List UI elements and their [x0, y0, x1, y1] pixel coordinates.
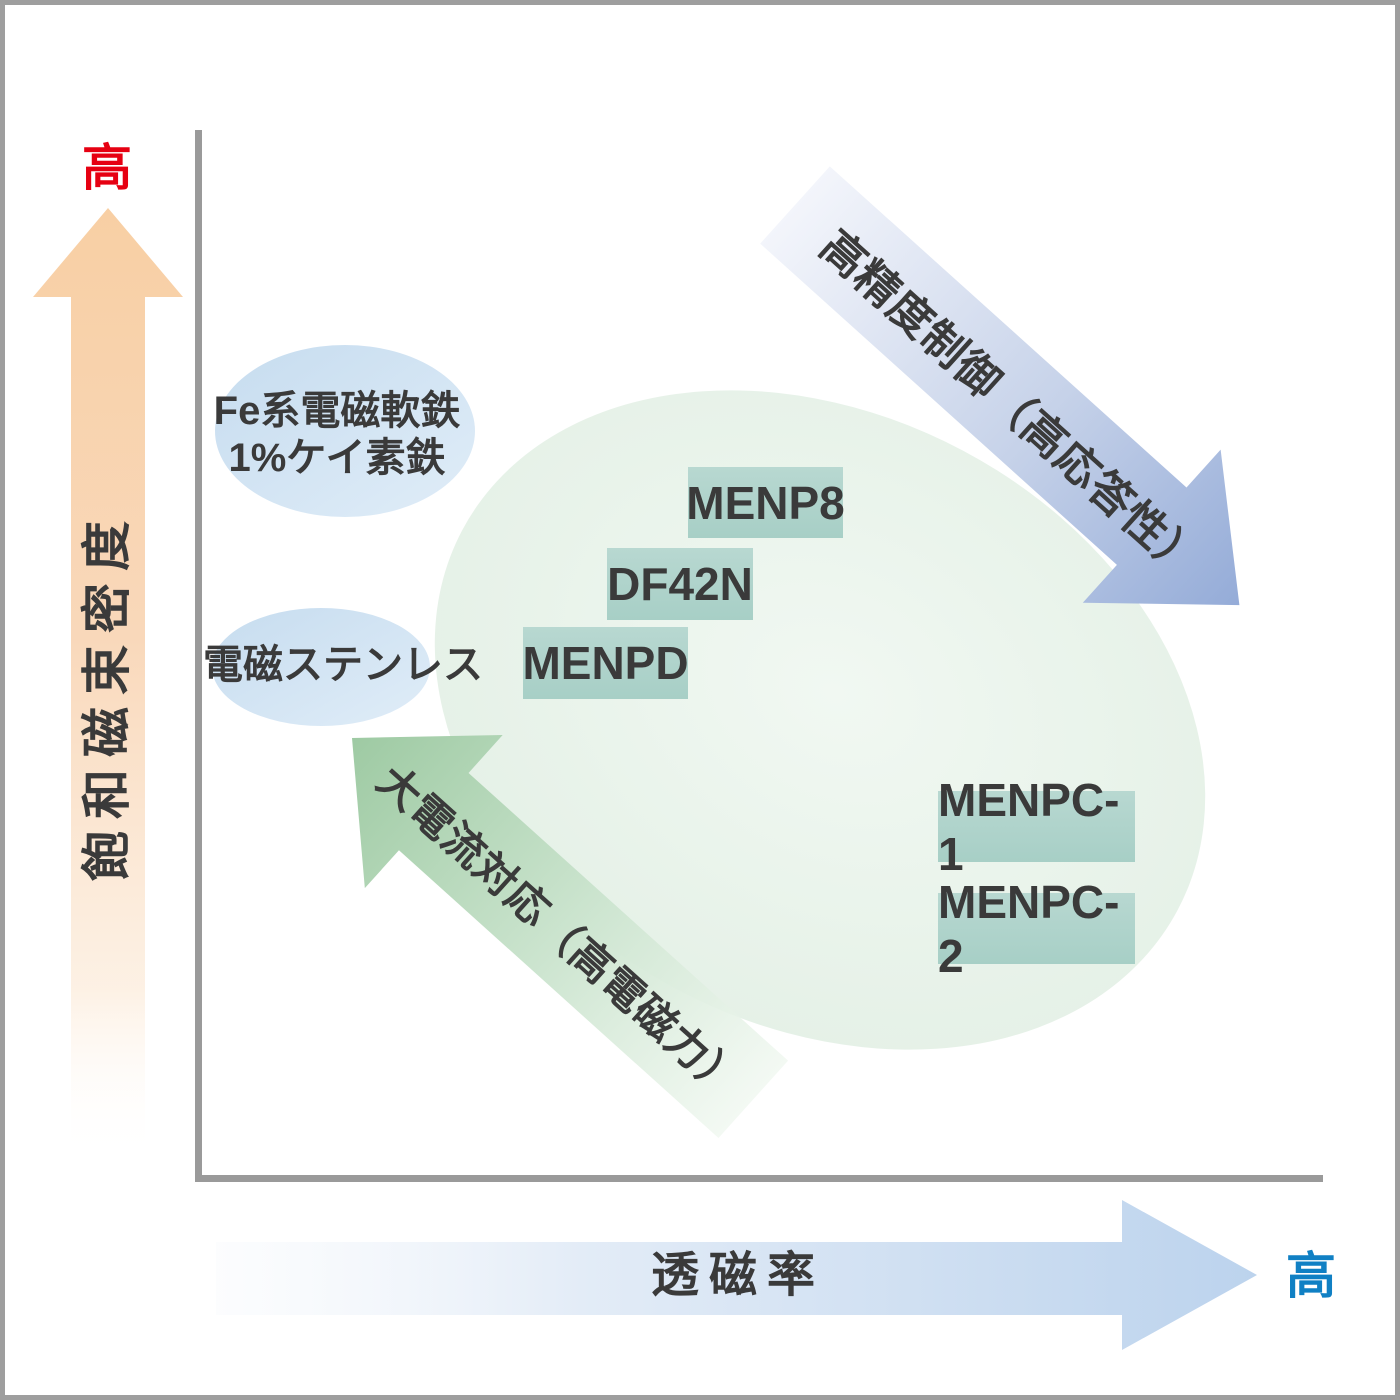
stainless-group-ellipse — [212, 608, 430, 726]
stainless-group-label: 電磁ステンレス — [203, 643, 483, 687]
y-axis-line — [195, 130, 202, 1182]
soft-iron-group-label: Fe系電磁軟鉄 1%ケイ素鉄 — [187, 388, 487, 482]
x-axis-title: 透磁率 — [650, 1249, 825, 1302]
x-axis-line — [195, 1175, 1323, 1182]
product-box-menpc-2: MENPC-2 — [938, 876, 1135, 982]
large-current-arrow — [352, 735, 789, 1138]
product-box-menp8: MENP8 — [686, 467, 845, 538]
x-axis-right-arrow — [216, 1200, 1257, 1350]
y-axis-up-arrow — [33, 208, 183, 1155]
precision-control-arrow — [760, 166, 1240, 606]
product-box-menpd: MENPD — [522, 627, 689, 699]
soft-iron-line-1: Fe系電磁軟鉄 — [213, 389, 461, 433]
soft-iron-line-2: 1%ケイ素鉄 — [228, 436, 446, 480]
product-box-menpc-1: MENPC-1 — [938, 774, 1135, 880]
soft-iron-group-ellipse — [215, 345, 475, 517]
y-axis-title: 飽和磁束密度 — [79, 509, 135, 881]
x-axis-high-marker: 高 — [1286, 1248, 1336, 1304]
product-box-df42n: DF42N — [607, 548, 753, 620]
y-axis-high-marker: 高 — [82, 140, 132, 196]
